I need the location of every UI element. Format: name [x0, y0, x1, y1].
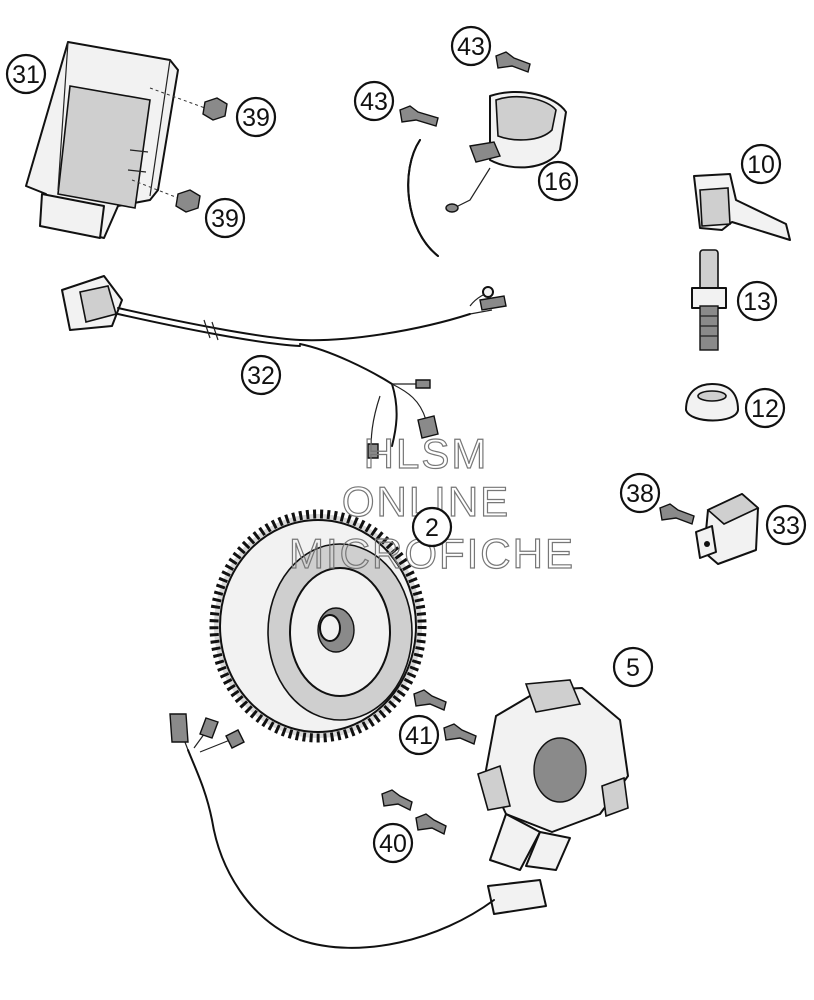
pickup-screws[interactable] [381, 789, 447, 836]
callout-38[interactable]: 38 [619, 472, 661, 514]
svg-text:33: 33 [772, 512, 800, 540]
svg-text:10: 10 [747, 151, 775, 179]
watermark: HLSM ONLINE MICROFICHE [288, 429, 573, 577]
callout-40[interactable]: 40 [372, 822, 414, 864]
svg-text:32: 32 [247, 362, 275, 390]
callout-39-upper[interactable]: 39 [235, 96, 277, 138]
svg-text:43: 43 [360, 88, 388, 116]
stator-screws[interactable] [413, 689, 477, 745]
callout-41[interactable]: 41 [398, 714, 440, 756]
relay-screw[interactable] [659, 503, 695, 525]
callout-10[interactable]: 10 [740, 143, 782, 185]
stator[interactable] [477, 679, 629, 915]
svg-text:39: 39 [211, 205, 239, 233]
svg-text:13: 13 [743, 288, 771, 316]
callout-31[interactable]: 31 [5, 53, 47, 95]
callout-43-upper[interactable]: 43 [450, 25, 492, 67]
svg-text:38: 38 [626, 480, 654, 508]
ignition-coil[interactable] [407, 91, 567, 257]
coil-mount-screws[interactable] [399, 51, 531, 127]
svg-text:41: 41 [405, 722, 433, 750]
callout-16[interactable]: 16 [537, 160, 579, 202]
stator-cable[interactable] [169, 713, 495, 949]
svg-text:5: 5 [626, 654, 640, 682]
svg-text:12: 12 [751, 395, 779, 423]
flywheel[interactable] [209, 509, 427, 743]
spark-plug[interactable] [691, 249, 727, 351]
callout-32[interactable]: 32 [240, 354, 282, 396]
callout-33[interactable]: 33 [765, 504, 807, 546]
callout-2[interactable]: 2 [411, 506, 453, 548]
relay[interactable] [695, 493, 760, 565]
svg-text:40: 40 [379, 830, 407, 858]
svg-text:31: 31 [12, 61, 40, 89]
callout-5[interactable]: 5 [612, 646, 654, 688]
spark-plug-connector[interactable] [693, 173, 791, 241]
callout-39-lower[interactable]: 39 [204, 197, 246, 239]
svg-text:2: 2 [425, 514, 439, 542]
svg-text:39: 39 [242, 104, 270, 132]
callout-12[interactable]: 12 [744, 387, 786, 429]
svg-text:43: 43 [457, 33, 485, 61]
callout-43-lower[interactable]: 43 [353, 80, 395, 122]
watermark-line-1: HLSM [364, 430, 489, 477]
cdi-mount-screws[interactable] [131, 87, 228, 213]
svg-text:16: 16 [544, 168, 572, 196]
callout-13[interactable]: 13 [736, 280, 778, 322]
wiring-harness[interactable] [61, 275, 507, 459]
boot-cap[interactable] [685, 383, 739, 422]
cdi-unit[interactable] [25, 41, 179, 239]
